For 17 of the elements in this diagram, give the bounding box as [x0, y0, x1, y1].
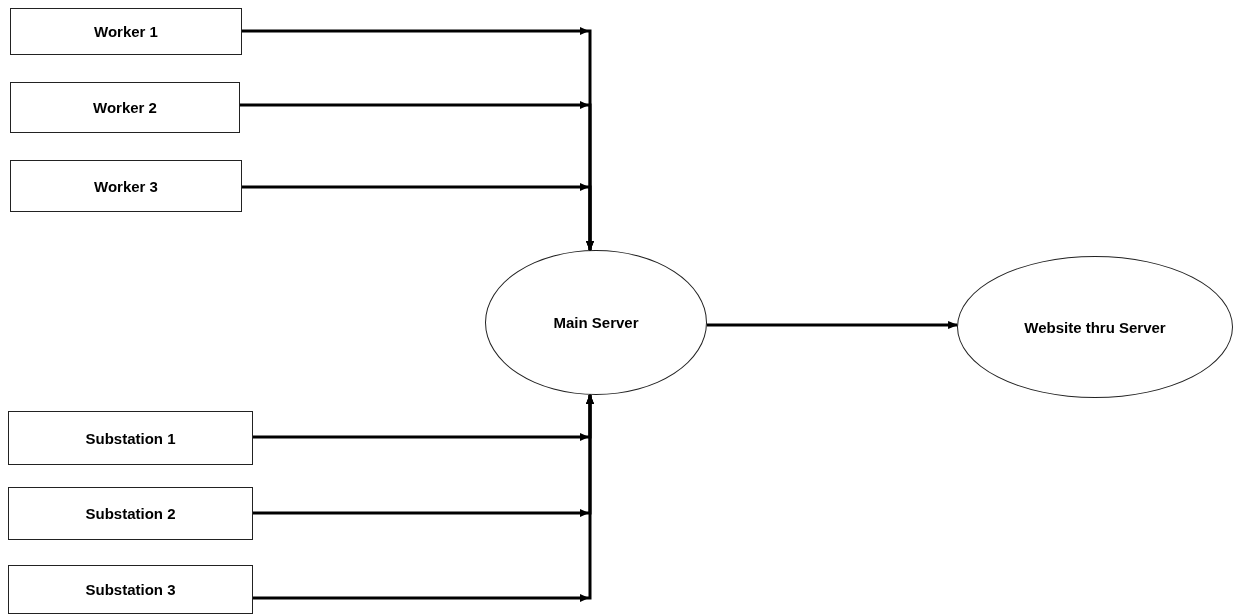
node-label: Worker 2 — [93, 99, 157, 116]
process-box — [8, 565, 253, 614]
node-label: Substation 1 — [85, 429, 176, 447]
arrow — [242, 185, 594, 252]
node-label: Substation 2 — [85, 505, 176, 522]
process-box — [8, 411, 253, 465]
process-box — [10, 8, 242, 55]
process-box — [8, 487, 253, 540]
process-box — [10, 160, 242, 212]
node-label: Website thru Server — [1024, 318, 1166, 336]
arrow — [253, 393, 594, 600]
arrow — [706, 321, 959, 329]
node-label: Substation 3 — [85, 581, 176, 598]
node-label: Worker 3 — [94, 177, 158, 195]
process-box — [10, 82, 240, 133]
node-label: Worker 1 — [94, 23, 158, 40]
node-label: Main Server — [553, 314, 639, 331]
